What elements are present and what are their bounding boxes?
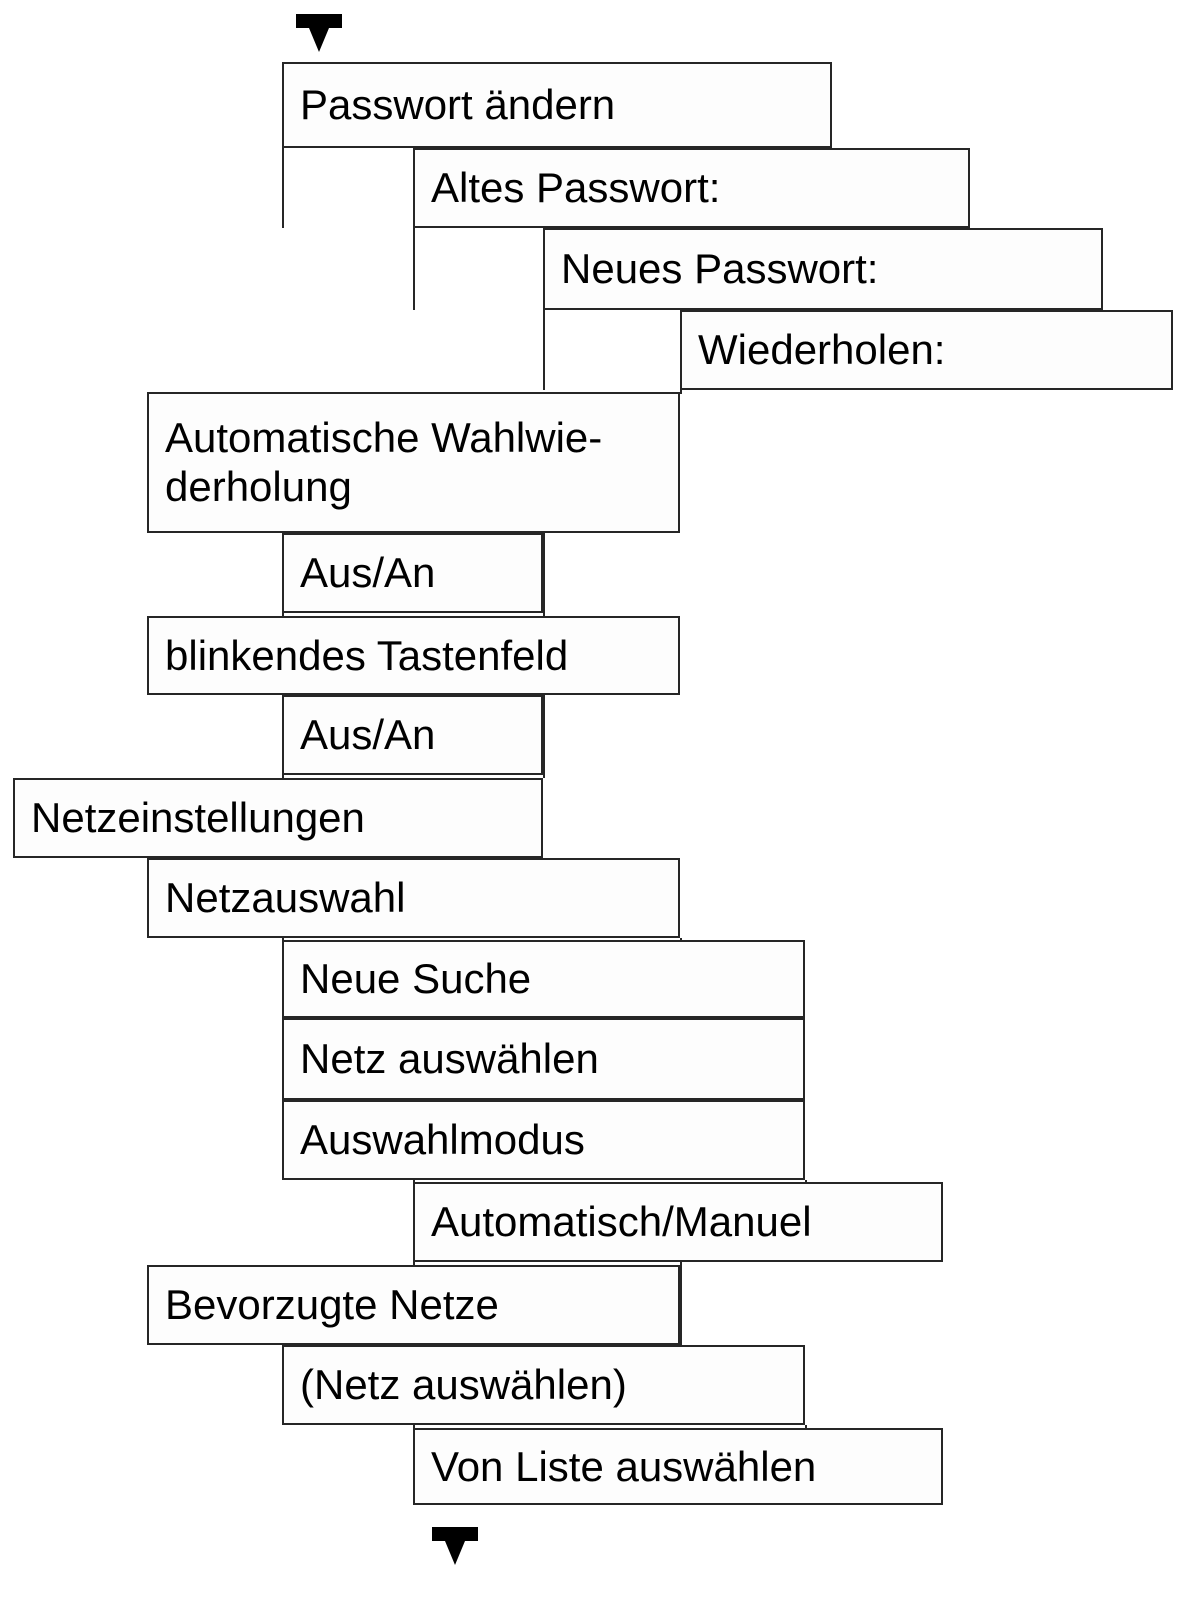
node-label: Automatisch/Manuel (431, 1198, 812, 1246)
arrow-down-icon (296, 12, 342, 54)
node-label: Aus/An (300, 549, 436, 597)
node-label: Bevorzugte Netze (165, 1281, 499, 1329)
flow-connector (413, 1425, 415, 1430)
flow-connector (805, 1425, 807, 1430)
node-label: Neues Passwort: (561, 245, 879, 293)
flow-connector (413, 228, 415, 310)
node-label: Von Liste auswählen (431, 1442, 817, 1490)
node-aus-an-1[interactable]: Aus/An (282, 533, 543, 613)
flow-connector (282, 148, 284, 228)
node-neue-suche[interactable]: Neue Suche (282, 940, 805, 1018)
node-label: (Netz auswählen) (300, 1361, 627, 1409)
flow-connector (680, 1262, 682, 1347)
node-label: Altes Passwort: (431, 164, 721, 212)
flow-connector (543, 533, 545, 616)
node-label: Wiederholen: (698, 326, 946, 374)
node-netzauswahl[interactable]: Netzauswahl (147, 858, 680, 938)
node-blinkendes-tastenfeld[interactable]: blinkendes Tastenfeld (147, 616, 680, 695)
node-label: Netzeinstellungen (31, 794, 365, 842)
node-label: Netz auswählen (300, 1035, 599, 1083)
node-passwort-aendern[interactable]: Passwort ändern (282, 62, 832, 148)
node-bevorzugte-netze[interactable]: Bevorzugte Netze (147, 1265, 680, 1345)
node-label: Aus/An (300, 711, 436, 759)
node-automatisch-manuel[interactable]: Automatisch/Manuel (413, 1182, 943, 1262)
flow-connector (805, 1180, 807, 1182)
node-von-liste-auswaehlen[interactable]: Von Liste auswählen (413, 1428, 943, 1505)
node-label: Passwort ändern (300, 81, 616, 129)
flow-connector (543, 695, 545, 778)
node-neues-passwort[interactable]: Neues Passwort: (543, 228, 1103, 310)
node-netz-auswaehlen[interactable]: Netz auswählen (282, 1018, 805, 1100)
node-label: Netzauswahl (165, 874, 406, 922)
node-label: Auswahlmodus (300, 1116, 585, 1164)
node-altes-passwort[interactable]: Altes Passwort: (413, 148, 970, 228)
arrow-down-icon (432, 1525, 478, 1567)
node-label: Automatische Wahlwie- derholung (165, 414, 603, 510)
node-auswahlmodus[interactable]: Auswahlmodus (282, 1100, 805, 1180)
flow-connector (680, 390, 682, 394)
node-aus-an-2[interactable]: Aus/An (282, 695, 543, 775)
flow-connector (543, 310, 545, 390)
node-netz-auswaehlen-paren[interactable]: (Netz auswählen) (282, 1345, 805, 1425)
node-wiederholen[interactable]: Wiederholen: (680, 310, 1173, 390)
node-label: blinkendes Tastenfeld (165, 631, 569, 679)
node-automatische-wahlwiederholung[interactable]: Automatische Wahlwie- derholung (147, 392, 680, 533)
node-netzeinstellungen[interactable]: Netzeinstellungen (13, 778, 543, 858)
node-label: Neue Suche (300, 955, 532, 1003)
